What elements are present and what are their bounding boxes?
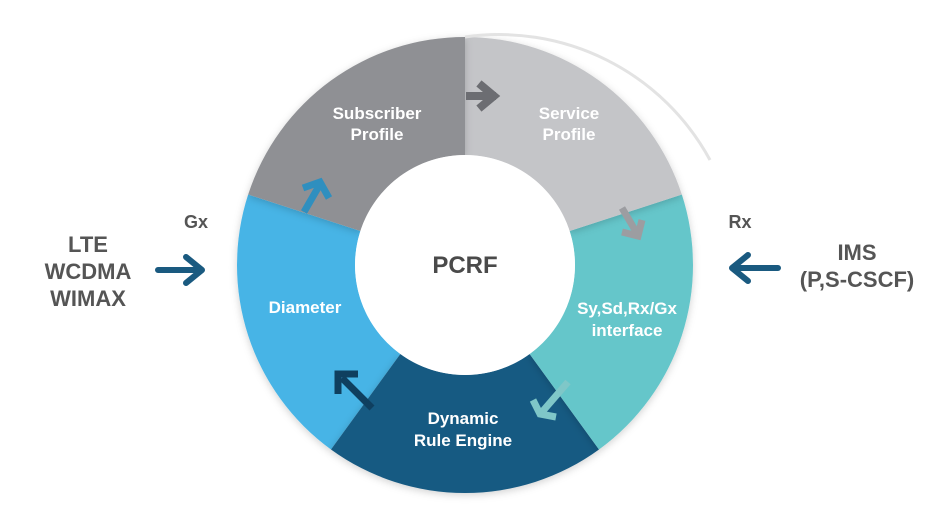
wcdma-label: WCDMA [45,259,132,284]
arrow-left-icon [729,252,781,284]
service-profile-segment [465,37,682,232]
wimax-label: WIMAX [50,286,126,311]
service-label-line2: Profile [543,125,596,144]
ims-label: IMS [837,240,876,265]
subscriber-label-line2: Profile [351,125,404,144]
arrow-right-icon [155,254,205,286]
gx-label: Gx [184,212,208,232]
diameter-segment [237,194,401,450]
arrow-down-left-icon [529,379,571,421]
lte-label: LTE [68,232,108,257]
rx-label: Rx [728,212,751,232]
pcrf-label: PCRF [432,252,497,279]
service-label-line1: Service [539,104,600,123]
interface-segment [529,194,693,450]
diameter-label: Diameter [269,298,342,317]
arrow-down-right-icon [618,206,646,241]
arrow-up-right-icon [300,177,333,214]
subscriber-profile-segment [248,37,465,232]
cscf-label: (P,S-CSCF) [800,267,915,292]
arrow-up-left-icon [334,370,375,411]
arrow-right-icon [466,80,501,112]
cycle-arrows [300,80,646,421]
engine-label-line2: Rule Engine [414,431,512,450]
ring [237,33,712,493]
service-edge-highlight [464,33,712,161]
interface-label-line2: interface [592,321,663,340]
center-circle [355,155,575,375]
subscriber-label-line1: Subscriber [333,104,422,123]
interface-label-line1: Sy,Sd,Rx/Gx [577,299,677,318]
dynamic-rule-engine-segment [330,353,600,493]
engine-label-line1: Dynamic [428,409,499,428]
